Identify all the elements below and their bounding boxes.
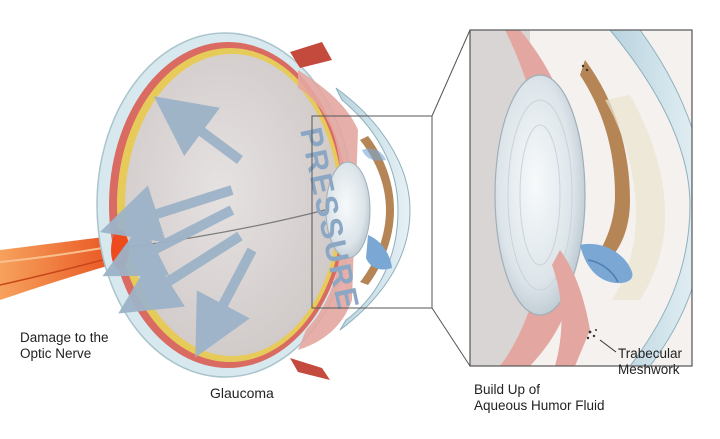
aqueous-fluid-blob [366, 235, 392, 270]
cornea [335, 87, 411, 331]
inset-cornea [609, 30, 692, 366]
label-line: Build Up of [474, 382, 541, 397]
pressure-arrows [99, 96, 257, 358]
optic-nerve-damage-label: Damage to the Optic Nerve [20, 330, 109, 362]
inset-aqueous-fluid [580, 243, 633, 284]
lens [325, 161, 371, 259]
label-line: Aqueous Humor Fluid [474, 398, 605, 413]
ciliary-body [298, 70, 358, 350]
pressure-arrow [153, 96, 243, 165]
label-line: Damage to the [20, 330, 109, 345]
magnified-inset [469, 29, 693, 367]
eyelid-bottom [290, 358, 330, 380]
inset-iris [580, 60, 630, 265]
vitreous-body [125, 54, 339, 356]
label-line: Meshwork [618, 362, 680, 377]
eyelid-top [290, 42, 332, 68]
trabecular-meshwork-label: Trabecular Meshwork [618, 346, 682, 378]
inset-frame [469, 29, 693, 367]
optic-disc-damage [111, 230, 129, 270]
pressure-arrow [102, 205, 235, 277]
trabecular-meshwork-dots [581, 64, 597, 340]
pressure-arrow [99, 185, 234, 243]
iris [360, 136, 394, 285]
aqueous-buildup-label: Build Up of Aqueous Humor Fluid [474, 382, 605, 414]
zoom-region-box [311, 115, 433, 309]
optic-nerve [0, 236, 122, 300]
label-line: Trabecular [618, 346, 683, 361]
glaucoma-label: Glaucoma [210, 385, 274, 401]
pressure-arrow [195, 247, 257, 358]
pressure-arrow [118, 231, 243, 314]
label-line: Optic Nerve [20, 346, 92, 361]
eye-cross-section: PRESSURE [0, 29, 471, 380]
